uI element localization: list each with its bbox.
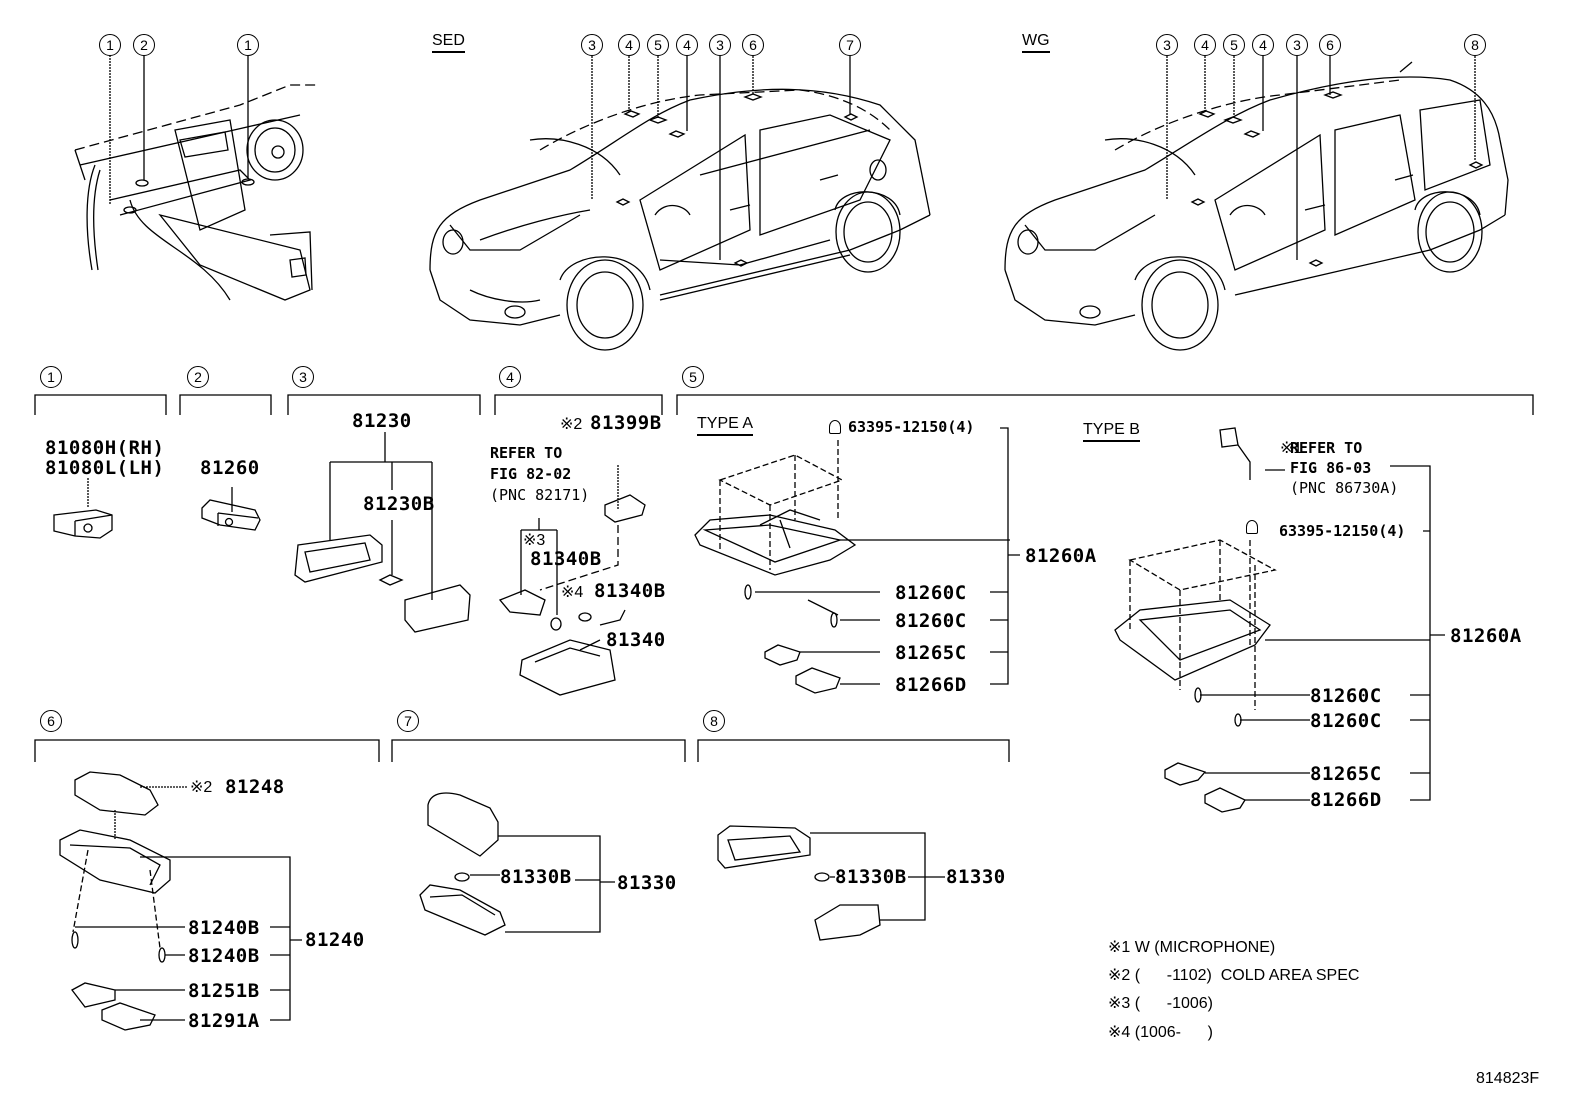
- part-81260C-type-b-1[interactable]: 81260C: [1310, 685, 1382, 707]
- note-mark-4: ※4: [561, 584, 584, 601]
- part-81080L[interactable]: 81080L(LH): [45, 457, 165, 479]
- part-81330B-group-8[interactable]: 81330B: [835, 866, 907, 888]
- refer-line-1-type-b: REFER TO: [1290, 439, 1363, 457]
- sedan-callout-7: 7: [839, 34, 861, 56]
- part-81240B-2[interactable]: 81240B: [188, 945, 260, 967]
- note-mark-2-81248: ※2: [190, 779, 213, 796]
- part-81265C-type-a[interactable]: 81265C: [895, 642, 967, 664]
- group-5-number: 5: [682, 366, 704, 388]
- note-1: ※1 W (MICROPHONE): [1108, 937, 1359, 965]
- note-3-mark: ※3: [1108, 995, 1131, 1012]
- part-81330B-group-7[interactable]: 81330B: [500, 866, 572, 888]
- refer-pnc-82171: (PNC 82171): [490, 486, 590, 504]
- group-8-number: 8: [703, 710, 725, 732]
- sedan-callout-3a: 3: [581, 34, 603, 56]
- group-6-number: 6: [40, 710, 62, 732]
- part-81260C-type-a-1[interactable]: 81260C: [895, 582, 967, 604]
- wagon-callout-4a: 4: [1194, 34, 1216, 56]
- step-lamp-drawing: [294, 534, 471, 633]
- part-81230[interactable]: 81230: [352, 410, 412, 432]
- part-81260A-type-a[interactable]: 81260A: [1025, 545, 1097, 567]
- courtesy-lamp-drawing: [53, 509, 113, 539]
- wagon-illustration: [1004, 61, 1509, 351]
- part-81265C-type-b[interactable]: 81265C: [1310, 763, 1382, 785]
- part-81291A[interactable]: 81291A: [188, 1010, 260, 1032]
- map-lamp-type-b-drawing: [1114, 427, 1271, 813]
- part-81260C-type-b-2[interactable]: 81260C: [1310, 710, 1382, 732]
- part-81330-group-8[interactable]: 81330: [946, 866, 1006, 888]
- note-4-mark: ※4: [1108, 1024, 1131, 1041]
- callout-1-dash-right: 1: [237, 34, 259, 56]
- trunk-lamp-drawing: [419, 792, 506, 936]
- sedan-label: SED: [432, 32, 465, 53]
- part-81260[interactable]: 81260: [200, 457, 260, 479]
- callout-1-dash-left: 1: [99, 34, 121, 56]
- part-81266D-type-a[interactable]: 81266D: [895, 674, 967, 696]
- group-4-number: 4: [499, 366, 521, 388]
- map-lamp-type-a-drawing: [694, 509, 857, 694]
- door-courtesy-lamp-drawing: [498, 494, 646, 696]
- wagon-callout-8: 8: [1464, 34, 1486, 56]
- sedan-illustration: [429, 88, 931, 351]
- part-63395-12150-type-a[interactable]: 63395-12150(4): [848, 418, 975, 436]
- group-7-number: 7: [397, 710, 419, 732]
- sedan-callout-5: 5: [647, 34, 669, 56]
- part-81251B[interactable]: 81251B: [188, 980, 260, 1002]
- note-mark-1: ※1: [1280, 440, 1303, 457]
- part-81260A-type-b[interactable]: 81260A: [1450, 625, 1522, 647]
- glove-box-lamp-drawing: [201, 499, 261, 531]
- type-a-label: TYPE A: [697, 415, 754, 436]
- part-81330-group-7[interactable]: 81330: [617, 872, 677, 894]
- callout-2-dash: 2: [133, 34, 155, 56]
- part-81340B-b[interactable]: 81340B: [594, 580, 666, 602]
- wagon-callout-6: 6: [1319, 34, 1341, 56]
- sedan-callout-3b: 3: [709, 34, 731, 56]
- part-81240B-1[interactable]: 81240B: [188, 917, 260, 939]
- sedan-callout-6: 6: [742, 34, 764, 56]
- note-3: ※3 ( -1006): [1108, 993, 1359, 1022]
- dashboard-illustration: [74, 84, 320, 301]
- note-4-text: (1006- ): [1130, 1024, 1214, 1041]
- notes-legend: ※1 W (MICROPHONE) ※2 ( -1102) COLD AREA …: [1108, 937, 1359, 1050]
- note-2-mark: ※2: [1108, 967, 1131, 984]
- note-2: ※2 ( -1102) COLD AREA SPEC: [1108, 965, 1359, 993]
- note-2-text: ( -1102) COLD AREA SPEC: [1130, 967, 1360, 984]
- note-3-text: ( -1006): [1130, 995, 1214, 1012]
- group-3-number: 3: [292, 366, 314, 388]
- refer-fig-82-02[interactable]: FIG 82-02: [490, 465, 572, 483]
- sedan-callout-4a: 4: [618, 34, 640, 56]
- type-b-label: TYPE B: [1083, 421, 1140, 442]
- wagon-callout-4b: 4: [1252, 34, 1274, 56]
- figure-id: 814823F: [1476, 1070, 1540, 1087]
- part-81230B[interactable]: 81230B: [363, 493, 435, 515]
- wagon-callout-5: 5: [1223, 34, 1245, 56]
- refer-pnc-86730A: (PNC 86730A): [1290, 479, 1399, 497]
- group-2-number: 2: [187, 366, 209, 388]
- part-81248[interactable]: 81248: [225, 776, 285, 798]
- wagon-callout-3b: 3: [1286, 34, 1308, 56]
- sedan-callout-4b: 4: [676, 34, 698, 56]
- part-81340[interactable]: 81340: [606, 629, 666, 651]
- back-door-lamp-drawing: [717, 825, 881, 941]
- note-mark-2-81399B: ※2: [560, 416, 583, 433]
- part-63395-12150-type-b[interactable]: 63395-12150(4): [1279, 522, 1406, 540]
- refer-fig-86-03[interactable]: FIG 86-03: [1290, 459, 1372, 477]
- group-1-number: 1: [40, 366, 62, 388]
- note-1-mark: ※1: [1108, 939, 1131, 956]
- note-4: ※4 (1006- ): [1108, 1022, 1359, 1050]
- clip-icon-type-a: [829, 420, 841, 434]
- refer-line-1: REFER TO: [490, 444, 563, 462]
- clip-icon-type-b: [1246, 520, 1258, 534]
- wagon-callout-3a: 3: [1156, 34, 1178, 56]
- note-1-text: W (MICROPHONE): [1130, 939, 1276, 956]
- part-81240[interactable]: 81240: [305, 929, 365, 951]
- wagon-label: WG: [1022, 32, 1050, 53]
- part-81266D-type-b[interactable]: 81266D: [1310, 789, 1382, 811]
- note-mark-3: ※3: [523, 532, 546, 549]
- part-81080H[interactable]: 81080H(RH): [45, 437, 165, 459]
- part-81340B-a[interactable]: 81340B: [530, 548, 602, 570]
- part-81260C-type-a-2[interactable]: 81260C: [895, 610, 967, 632]
- part-81399B[interactable]: 81399B: [590, 412, 662, 434]
